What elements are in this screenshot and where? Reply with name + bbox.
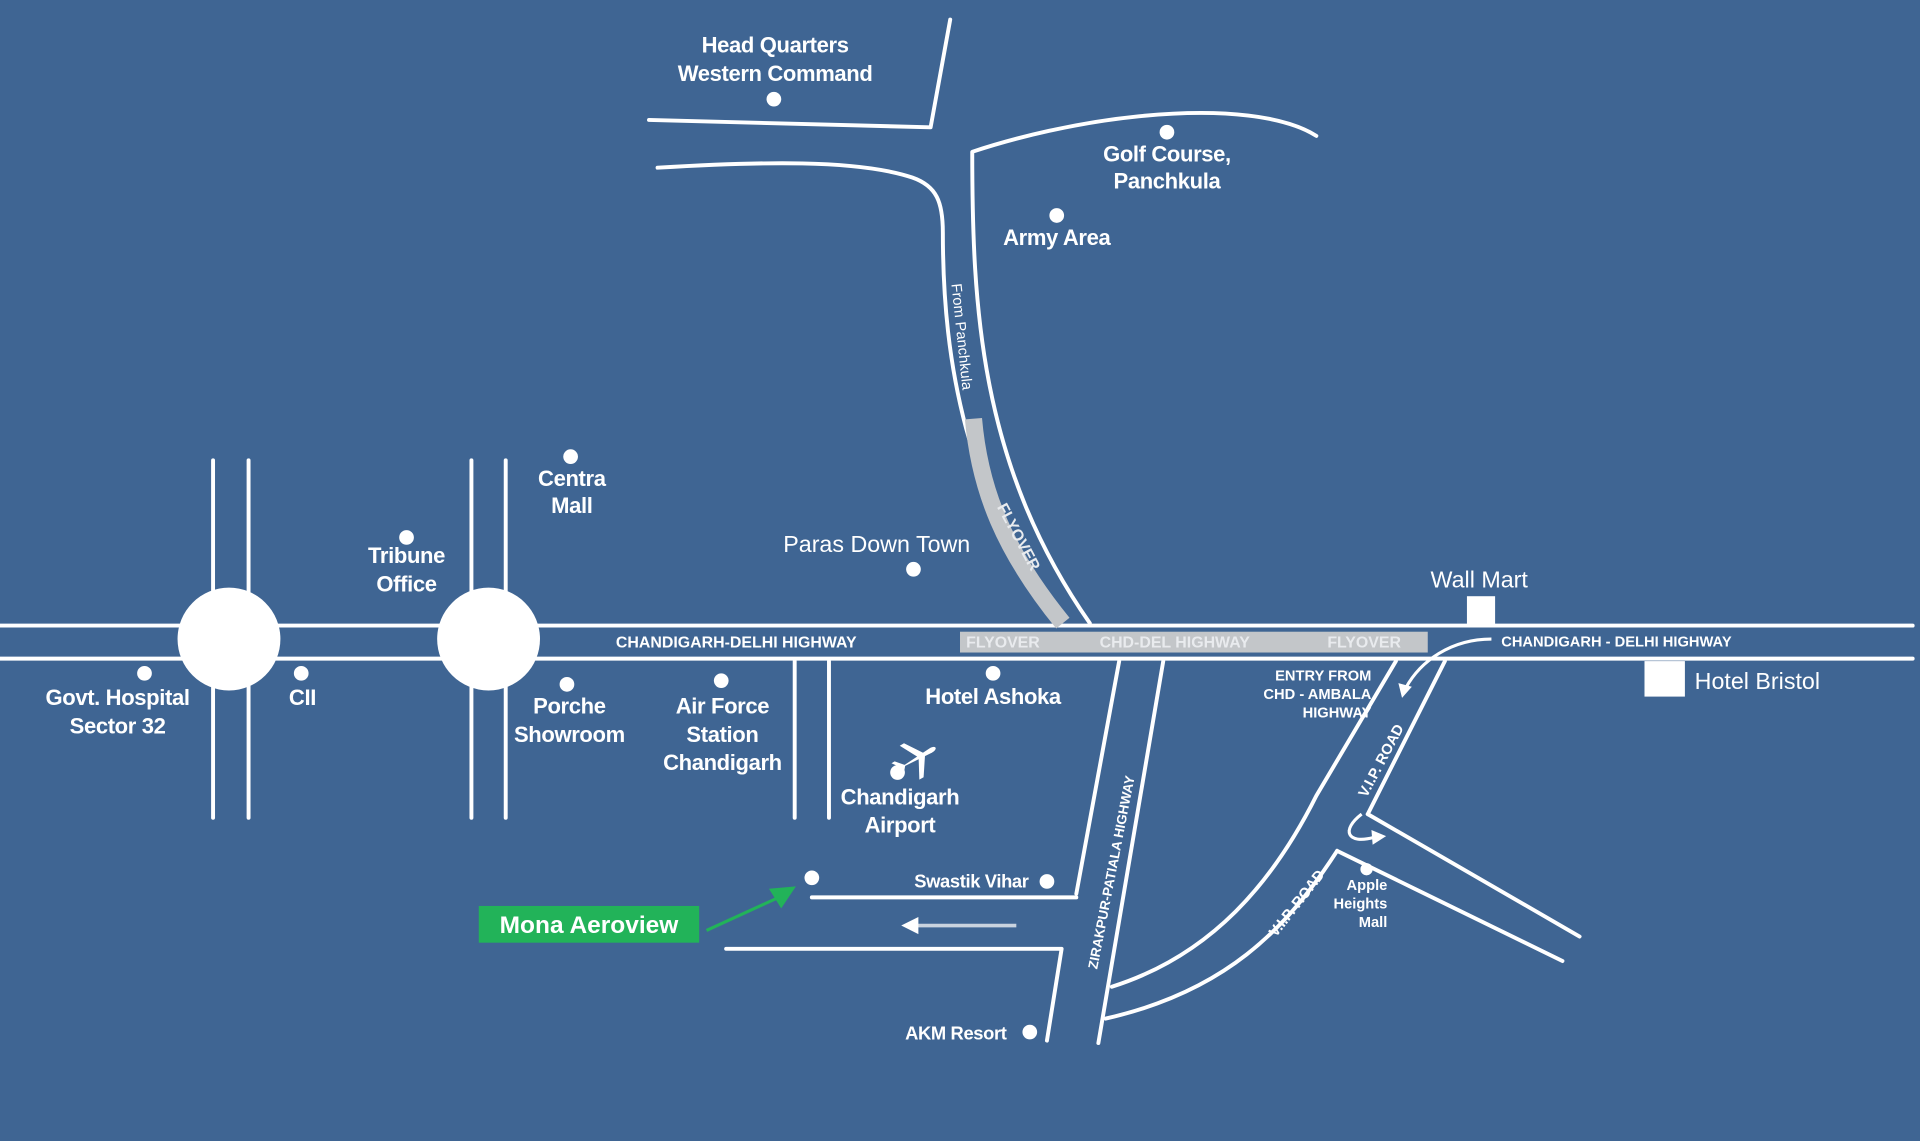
project-label-box (478, 905, 700, 943)
apple-label-line3: Mall (1359, 915, 1388, 931)
tribune-label-line2: Office (376, 571, 436, 596)
location-dot-icon (1360, 863, 1373, 876)
entry-label-line2: CHD - AMBALA (1263, 687, 1371, 703)
location-dot-icon (1039, 874, 1055, 889)
location-dot-icon (1159, 124, 1175, 140)
location-dot-icon (563, 449, 578, 464)
roundabout-2 (437, 587, 540, 691)
landmark-centra-mall[interactable]: Centra Mall (538, 449, 607, 518)
airport-label-line1: Chandigarh (841, 784, 960, 809)
location-dot-icon (137, 665, 152, 681)
entry-label-line3: HIGHWAY (1303, 705, 1372, 721)
chd-del-highway-label: CHD-DEL HIGHWAY (1100, 635, 1251, 652)
airport-road (792, 659, 831, 820)
highway-east-label: CHANDIGARH - DELHI HIGHWAY (1501, 634, 1732, 650)
flyover-label-1: FLYOVER (966, 635, 1040, 652)
location-dot-icon (985, 665, 1001, 681)
highway-west-label: CHANDIGARH-DELHI HIGHWAY (616, 635, 857, 652)
apple-label-line2: Heights (1333, 896, 1387, 912)
landmark-paras-down-town[interactable]: Paras Down Town (783, 531, 970, 577)
u-turn-arrowhead (1371, 830, 1387, 845)
airplane-icon (891, 743, 936, 780)
swastik-vihar-label: Swastik Vihar (914, 871, 1029, 892)
u-turn-arrow (1347, 812, 1375, 841)
golf-label-line2: Panchkula (1114, 169, 1222, 194)
landmark-hotel-ashoka[interactable]: Hotel Ashoka (925, 665, 1062, 709)
landmark-wall-mart[interactable]: Wall Mart (1431, 567, 1529, 626)
vip-road-east-upper (1365, 659, 1447, 817)
entry-label-line1: ENTRY FROM (1275, 669, 1371, 685)
green-arrow-icon (705, 886, 796, 932)
panchkula-road-east (970, 111, 1319, 626)
direction-arrow-west (901, 916, 1017, 935)
landmark-apple-heights-mall[interactable]: Apple Heights Mall (1333, 863, 1387, 931)
hq-label-line1: Head Quarters (702, 33, 849, 58)
building-square-icon (1644, 661, 1685, 697)
building-square-icon (1466, 596, 1496, 626)
afs-label-line3: Chandigarh (663, 750, 782, 775)
apple-road-south (1335, 848, 1565, 963)
project-label: Mona Aeroview (500, 912, 680, 939)
paras-label: Paras Down Town (783, 531, 970, 557)
landmark-cii[interactable]: CII (289, 665, 316, 710)
army-area-label: Army Area (1003, 225, 1111, 250)
location-dot-icon (906, 561, 921, 577)
curve-flyover-band (964, 417, 1070, 629)
zirakpur-patiala-highway (1074, 659, 1166, 1046)
location-dot-icon (559, 677, 575, 692)
landmark-chandigarh-airport[interactable]: Chandigarh Airport (841, 731, 960, 838)
roundabout-1 (177, 587, 281, 691)
landmark-swastik-vihar[interactable]: Swastik Vihar (914, 871, 1055, 892)
landmark-govt-hospital[interactable]: Govt. Hospital Sector 32 (45, 665, 190, 738)
cii-label: CII (289, 685, 316, 710)
vip-road-east-lower (1103, 848, 1340, 1021)
porche-label-line2: Showroom (514, 722, 625, 747)
apple-road-north (1365, 812, 1582, 939)
apple-label-line1: Apple (1347, 878, 1388, 894)
tribune-label-line1: Tribune (368, 543, 445, 568)
vip-road-west (1109, 659, 1398, 989)
location-dot-icon (713, 673, 729, 689)
centra-label-line1: Centra (538, 466, 607, 491)
hotel-ashoka-label: Hotel Ashoka (925, 684, 1062, 709)
akm-resort-road (724, 946, 1064, 1043)
flyover-label-2: FLYOVER (1327, 635, 1401, 652)
wall-mart-label: Wall Mart (1431, 567, 1529, 593)
afs-label-line2: Station (686, 722, 758, 747)
afs-label-line1: Air Force (676, 694, 769, 719)
landmark-akm-resort[interactable]: AKM Resort (905, 1022, 1038, 1043)
govt-hosp-label-line1: Govt. Hospital (45, 685, 189, 710)
akm-resort-label: AKM Resort (905, 1022, 1007, 1043)
landmark-air-force-station[interactable]: Air Force Station Chandigarh (663, 673, 782, 775)
hq-label-line2: Western Command (678, 61, 873, 86)
landmark-porche-showroom[interactable]: Porche Showroom (514, 677, 625, 747)
location-dot-icon (399, 530, 414, 545)
hotel-bristol-label: Hotel Bristol (1695, 668, 1820, 694)
landmark-hq-western-command[interactable]: Head Quarters Western Command (678, 33, 873, 107)
golf-label-line1: Golf Course, (1103, 142, 1231, 167)
location-dot-icon (1049, 208, 1065, 223)
landmark-hotel-bristol[interactable]: Hotel Bristol (1644, 661, 1820, 697)
porche-label-line1: Porche (533, 694, 606, 719)
entry-arrowhead (1398, 683, 1412, 698)
airport-label-line2: Airport (865, 812, 937, 837)
entry-curve-arrow (1404, 637, 1492, 689)
landmark-army-area[interactable]: Army Area (1003, 208, 1112, 250)
chandigarh-delhi-highway (0, 623, 1915, 661)
location-dot-icon (890, 765, 905, 780)
location-dot-icon (766, 91, 782, 107)
centra-label-line2: Mall (551, 493, 592, 518)
location-dot-icon (1022, 1024, 1038, 1040)
landmark-tribune-office[interactable]: Tribune Office (368, 530, 445, 596)
highway-flyover-band (960, 631, 1428, 653)
landmark-golf-course[interactable]: Golf Course, Panchkula (1103, 124, 1231, 194)
hq-road (647, 17, 953, 130)
project-marker[interactable]: Mona Aeroview (478, 870, 820, 943)
location-dot-icon (293, 665, 309, 681)
govt-hosp-label-line2: Sector 32 (70, 713, 166, 738)
project-location-dot-icon (804, 870, 820, 886)
